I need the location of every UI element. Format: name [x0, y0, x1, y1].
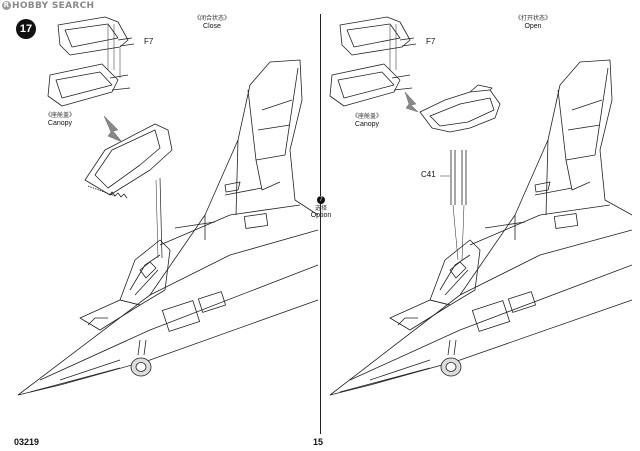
right-state-en: Open [524, 23, 542, 30]
left-state-cn: 《闭合状态》 [193, 16, 230, 22]
right-part-c41: C41 [421, 170, 436, 179]
page-number: 15 [313, 437, 324, 447]
step-number-badge: 17 [16, 19, 36, 39]
watermark-text: HOBBY SEARCH [12, 1, 95, 11]
right-canopy-en: Canopy [354, 121, 380, 128]
right-aircraft-drawing [329, 59, 633, 396]
product-code: 03219 [14, 437, 40, 447]
right-canopy-cn: 《座舱盖》 [351, 114, 382, 120]
right-state-cn: 《打开状态》 [514, 16, 551, 22]
page-divider [320, 14, 321, 434]
right-part-f7: F7 [426, 37, 436, 46]
left-canopy-cn: 《座舱盖》 [44, 113, 75, 119]
option-icon: 7 [317, 196, 325, 204]
left-part-f7: F7 [144, 37, 154, 46]
left-aircraft-drawing [17, 59, 319, 396]
option-en: Option [310, 212, 332, 219]
left-state-en: Close [203, 23, 221, 30]
option-cn: 选择 [314, 206, 327, 212]
left-canopy-parts [47, 16, 173, 199]
left-canopy-en: Canopy [47, 120, 73, 127]
registered-icon: R [2, 1, 11, 10]
right-canopy-parts [329, 16, 501, 133]
